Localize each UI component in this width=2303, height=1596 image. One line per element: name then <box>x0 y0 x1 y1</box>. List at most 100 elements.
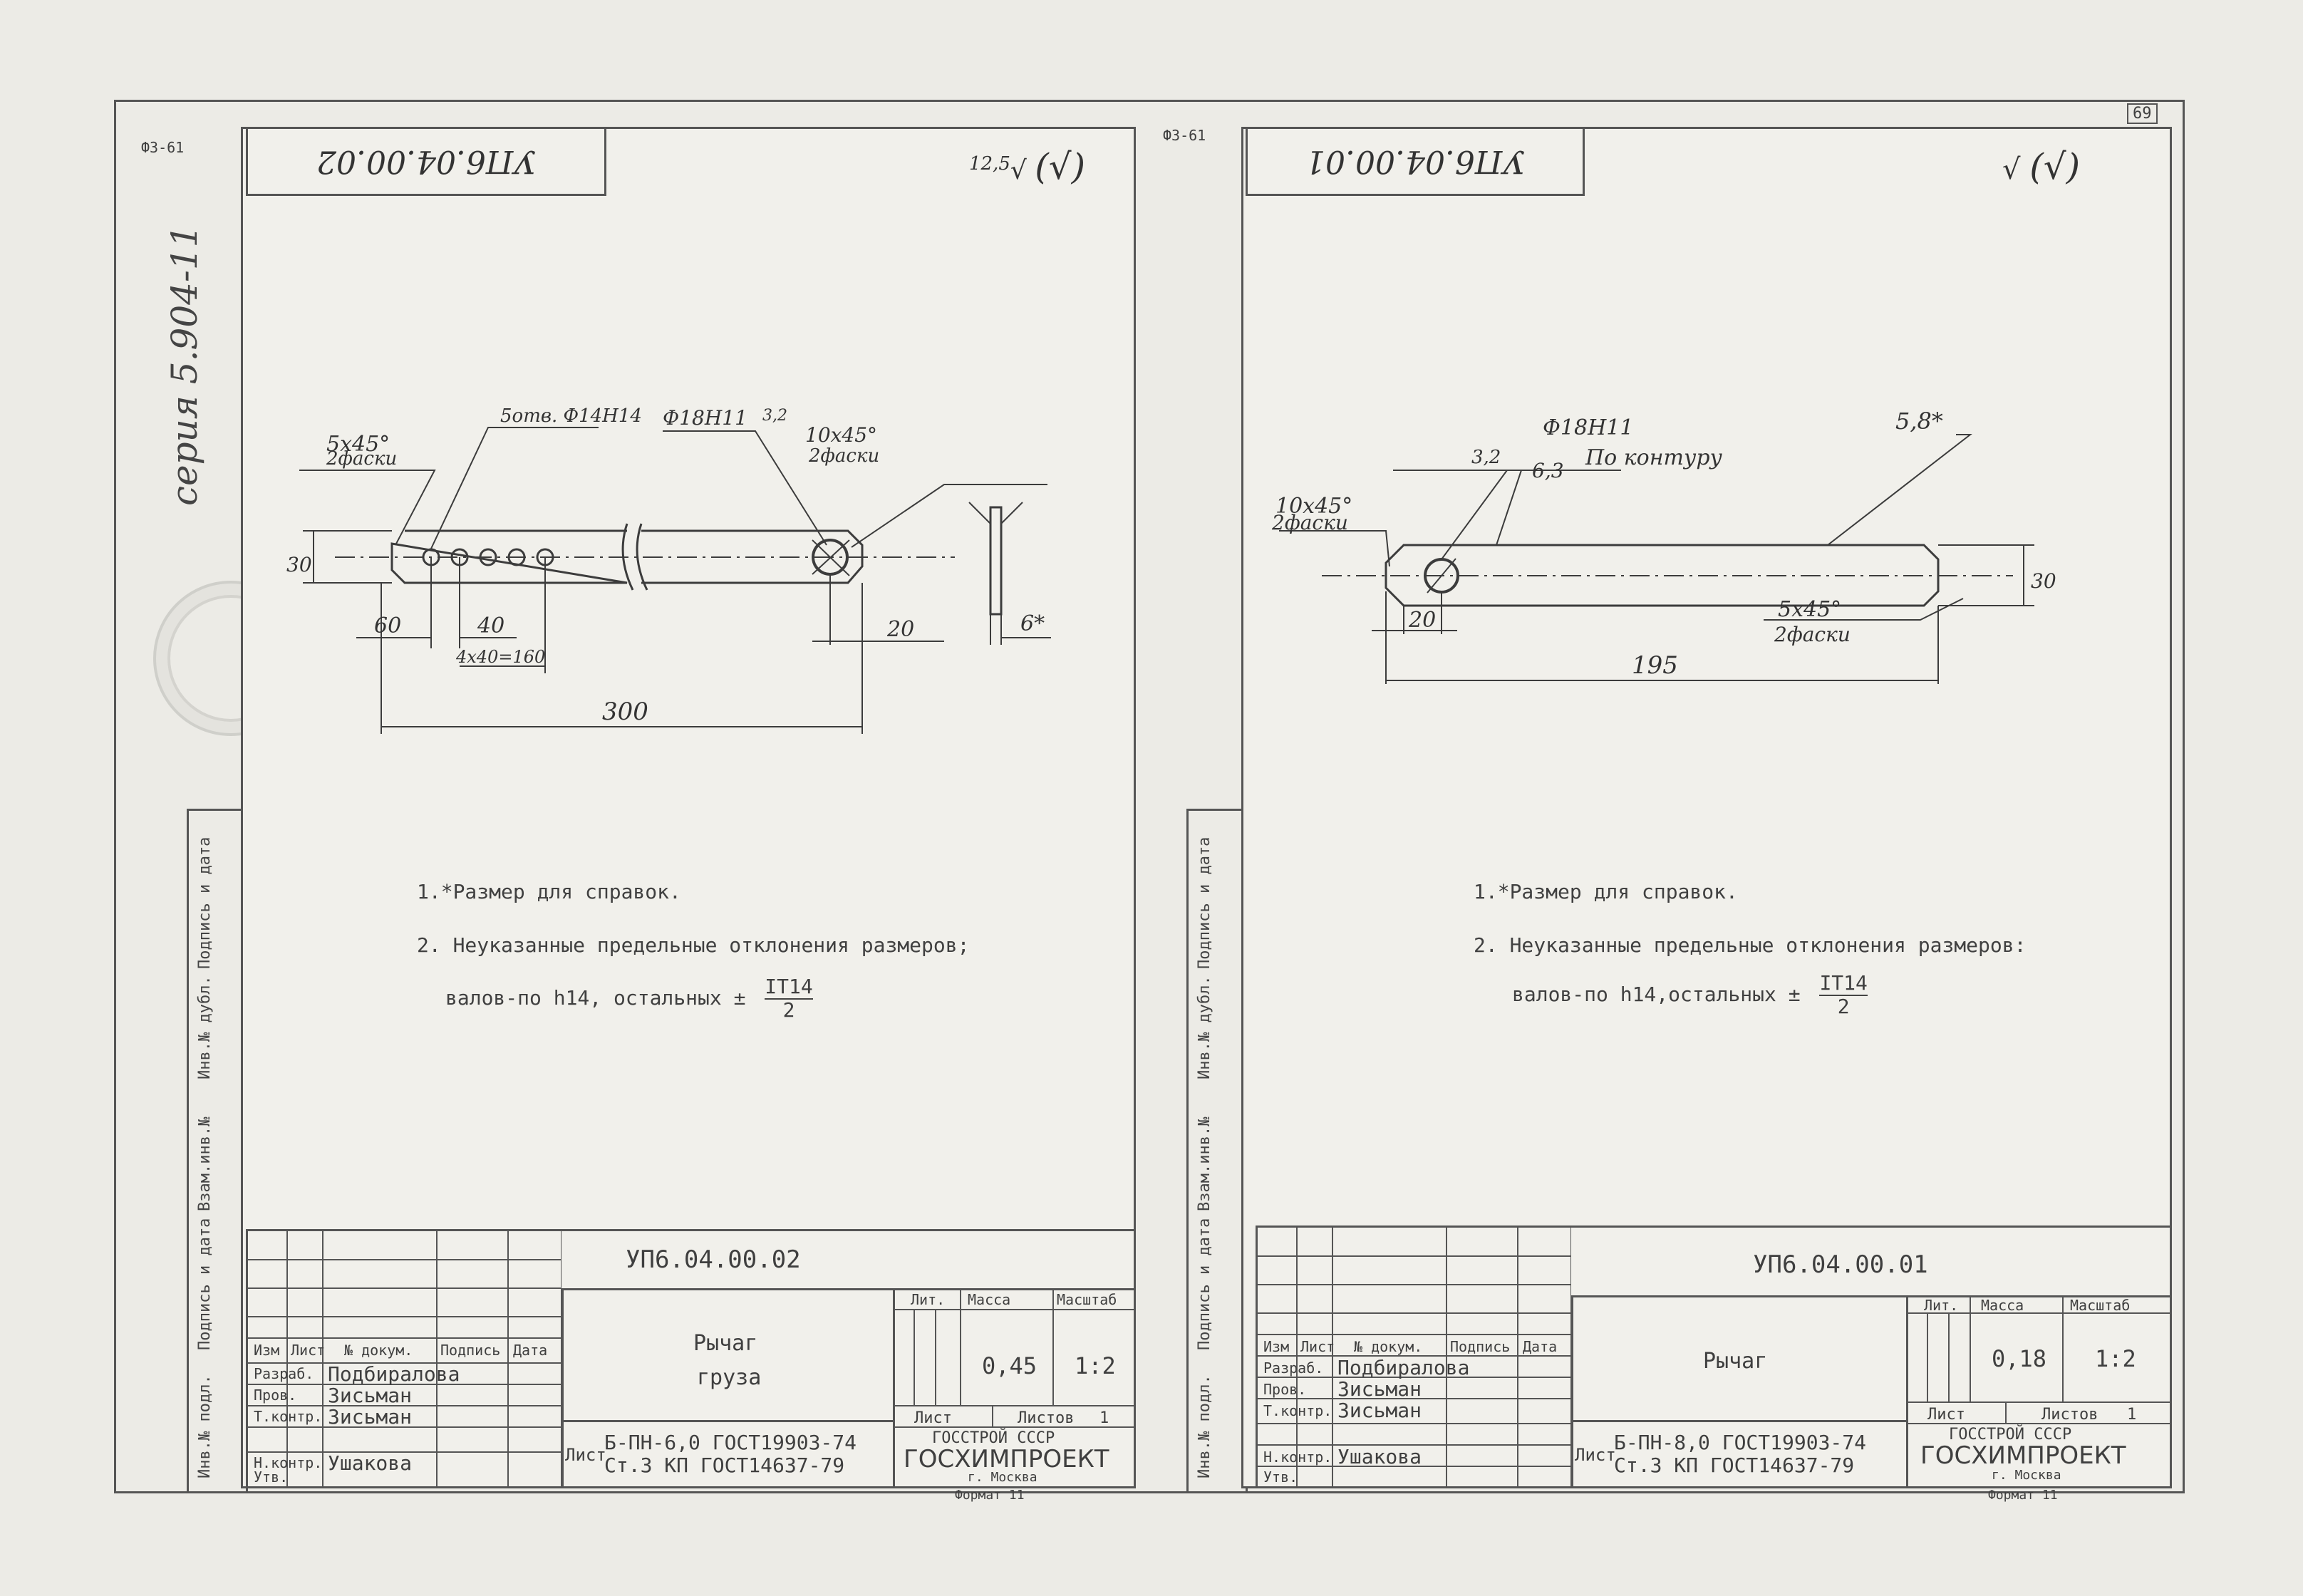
right-tb-material-prefix: Лист <box>1575 1445 1616 1465</box>
left-title-block: Изм Лист № докум. Подпись Дата Разраб. П… <box>246 1229 1136 1488</box>
right-tb-name-tkontr: Зисьман <box>1337 1399 1422 1422</box>
left-tb-hdr-doc: № докум. <box>344 1342 413 1359</box>
right-title-block: Изм Лист № докум. Подпись Дата Разраб. П… <box>1256 1226 2172 1488</box>
left-tb-material2: Ст.3 КП ГОСТ14637-79 <box>604 1454 845 1477</box>
right-note-1: 1.*Размер для справок. <box>1474 880 1738 903</box>
roughness-check-icon: √ <box>2002 153 2021 186</box>
left-corner-code: Ф3-61 <box>141 139 185 156</box>
right-corner-code: Ф3-61 <box>1163 127 1206 144</box>
right-tb-role-utv: Утв. <box>1263 1468 1298 1486</box>
left-tb-code: УП6.04.00.02 <box>626 1245 801 1274</box>
left-tb-material1: Б-ПН-6,0 ГОСТ19903-74 <box>604 1431 857 1454</box>
right-tb-code: УП6.04.00.01 <box>1753 1250 1928 1279</box>
side-label-inv-orig: Инв.№ подл. <box>196 1374 214 1478</box>
side-label-vzam-inv-r: Взам.инв.№ <box>1196 1116 1213 1211</box>
right-tb-role-tkontr: Т.контр. <box>1263 1402 1332 1419</box>
left-note-2: 2. Неуказанные предельные отклонения раз… <box>417 933 970 957</box>
right-roughness-extra: (√) <box>2029 146 2081 187</box>
left-tb-name-prov: Зисьман <box>328 1384 413 1407</box>
right-dim-contour: По контуру <box>1585 445 1723 470</box>
right-part-drawing: Ф18Н11 3,2 6,3 По контуру 5,8* 10x45° 2ф… <box>1271 408 2056 684</box>
side-label-sign-date-top: Подпись и дата <box>196 836 214 969</box>
right-dim-bore: Ф18Н11 <box>1543 415 1633 440</box>
right-header-code: УП6.04.00.01 <box>1305 142 1526 180</box>
side-label-inv-dub: Инв.№ дубл. <box>196 975 214 1079</box>
right-note-frac-top: IT14 <box>1819 971 1868 996</box>
side-label-sign-date-top-r: Подпись и дата <box>1196 836 1213 969</box>
left-dim-chamfer-left: 5x45° <box>326 432 390 457</box>
right-dim-length: 195 <box>1632 651 1678 680</box>
left-tb-role-nkontr: Н.контр. <box>254 1454 323 1471</box>
right-dim-thick: 5,8* <box>1895 408 1943 435</box>
sheet-right <box>1241 127 2172 1488</box>
left-dim-chamfer-right-sub: 2фаски <box>808 445 879 467</box>
left-header-box: УП6.04.00.02 <box>246 128 606 196</box>
left-tb-masshtab: Масштаб <box>1057 1291 1117 1308</box>
left-tb-org3: г. Москва <box>968 1470 1037 1485</box>
left-tb-name-tkontr: Зисьман <box>328 1405 413 1429</box>
left-tb-role-razrab: Разраб. <box>254 1365 314 1382</box>
right-dim-contour-rough: 6,3 <box>1532 459 1564 482</box>
left-dim-60: 60 <box>374 613 401 638</box>
right-tb-mass-val: 0,18 <box>1992 1345 2047 1372</box>
left-dim-length: 300 <box>602 698 648 726</box>
right-note-3-text: валов-по h14,остальных ± <box>1512 982 1801 1006</box>
side-label-sign-date: Подпись и дата <box>196 1218 214 1350</box>
right-dim-20: 20 <box>1408 608 1436 633</box>
right-tb-material2: Ст.3 КП ГОСТ14637-79 <box>1614 1454 1855 1477</box>
left-tb-material-prefix: Лист <box>565 1445 606 1465</box>
left-tb-role-prov: Пров. <box>254 1387 297 1404</box>
left-tb-hdr-list: Лист <box>291 1342 326 1359</box>
left-note-1: 1.*Размер для справок. <box>417 880 681 903</box>
right-tb-hdr-sign: Подпись <box>1450 1338 1511 1355</box>
left-dim-bore: Ф18Н11 <box>663 406 747 430</box>
right-tb-masshtab: Масштаб <box>2070 1297 2131 1314</box>
side-label-inv-dub-r: Инв.№ дубл. <box>1196 975 1213 1079</box>
left-tb-role-tkontr: Т.контр. <box>254 1408 323 1425</box>
left-note-frac-bot: 2 <box>782 998 795 1022</box>
right-tb-scale-val: 1:2 <box>2095 1345 2136 1372</box>
side-label-inv-orig-r: Инв.№ подл. <box>1196 1374 1213 1478</box>
left-header-code: УП6.04.00.02 <box>316 142 537 180</box>
right-tb-name1: Рычаг <box>1703 1349 1768 1374</box>
outer-frame <box>114 100 2185 1493</box>
left-roughness-value: 12,5 <box>969 153 1010 175</box>
left-revision-grid <box>248 1231 561 1486</box>
right-tb-name-prov: Зисьман <box>1337 1377 1422 1401</box>
left-tb-name1: Рычаг <box>693 1331 758 1356</box>
left-roughness-extra: (√) <box>1035 146 1086 187</box>
right-note-3: валов-по h14,остальных ± IT14 2 <box>1512 971 1868 1018</box>
right-tb-hdr-list: Лист <box>1300 1338 1335 1355</box>
left-tb-hdr-date: Дата <box>513 1342 548 1359</box>
right-tb-hdr-date: Дата <box>1523 1338 1558 1355</box>
sheet-left <box>241 127 1136 1488</box>
left-tb-mass-val: 0,45 <box>982 1352 1037 1379</box>
left-dim-bore-rough: 3,2 <box>762 407 787 425</box>
left-note-3-text: валов-по h14, остальных ± <box>445 985 746 1010</box>
left-tb-list: Лист <box>914 1409 952 1427</box>
right-tb-name-nkontr: Ушакова <box>1337 1445 1422 1468</box>
right-tb-lit: Лит. <box>1924 1297 1959 1314</box>
left-tb-hdr-sign: Подпись <box>440 1342 501 1359</box>
left-dim-height: 30 <box>286 553 312 576</box>
right-tb-listov-val: 1 <box>2127 1406 2137 1424</box>
left-tb-scale-val: 1:2 <box>1075 1352 1116 1379</box>
right-tb-org3: г. Москва <box>1992 1468 2061 1483</box>
left-tb-hdr-izm: Изм <box>254 1342 280 1359</box>
left-tb-listov-val: 1 <box>1099 1409 1109 1427</box>
right-tb-name-razrab: Подбиралова <box>1337 1356 1470 1379</box>
right-dim-chamfer-left-sub: 2фаски <box>1271 511 1348 534</box>
side-label-vzam-inv: Взам.инв.№ <box>196 1116 214 1211</box>
right-tb-material1: Б-ПН-8,0 ГОСТ19903-74 <box>1614 1431 1867 1454</box>
right-dim-chamfer-left: 10x45° <box>1275 494 1352 519</box>
right-dim-chamfer-right-sub: 2фаски <box>1774 623 1851 646</box>
left-note-frac-top: IT14 <box>765 975 813 1000</box>
right-dim-height: 30 <box>2031 569 2056 593</box>
left-tb-org2: ГОСХИМПРОЕКТ <box>904 1445 1109 1473</box>
right-header-box: УП6.04.00.01 <box>1246 128 1585 196</box>
left-tb-name2: груза <box>697 1365 762 1390</box>
right-tb-role-razrab: Разраб. <box>1263 1359 1324 1377</box>
left-dim-40: 40 <box>477 613 504 638</box>
roughness-check-icon: √ <box>1010 156 1027 185</box>
series-stamp: серия 5.904-11 <box>164 224 205 506</box>
